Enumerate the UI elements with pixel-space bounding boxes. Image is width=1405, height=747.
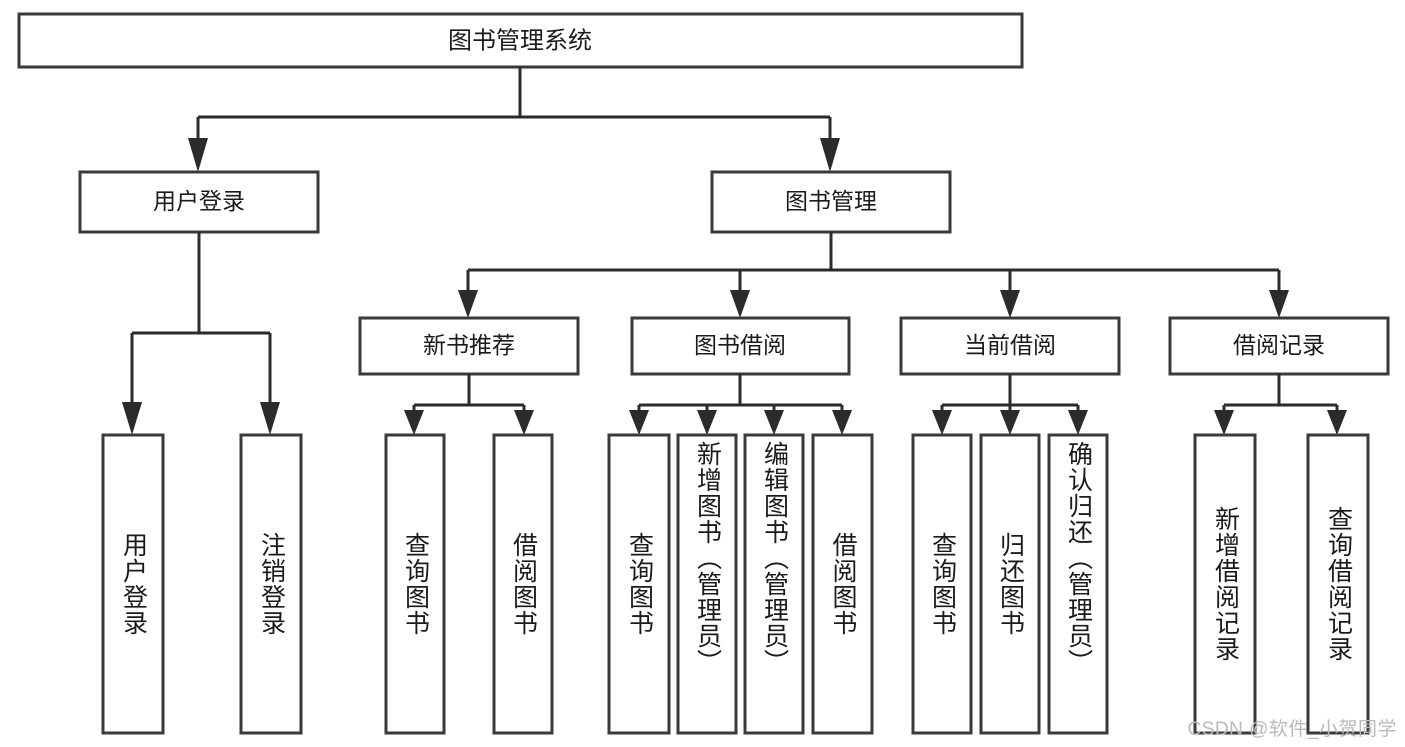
- arrowhead-bookborrow-3: [832, 410, 852, 435]
- arrowhead-bookmgmt-0: [458, 290, 478, 318]
- node-borrow-record[interactable]: 借阅记录: [1168, 316, 1390, 376]
- arrowhead-userlogin-1: [260, 402, 280, 435]
- arrowhead-bookborrow-2: [764, 410, 784, 435]
- arrowhead-currentborrow-1: [1000, 410, 1020, 435]
- node-root[interactable]: 图书管理系统: [17, 12, 1024, 69]
- watermark-text: CSDN @软件_小贺同学: [1187, 719, 1397, 740]
- node-current-borrow[interactable]: 当前借阅: [899, 316, 1121, 376]
- leaf-box-current-borrow-1[interactable]: [979, 433, 1041, 735]
- arrowhead-borrowrecord-0: [1214, 410, 1234, 435]
- leaf-box-book-borrow-3[interactable]: [811, 433, 874, 735]
- root-box[interactable]: [17, 12, 1024, 69]
- l2-label-borrow-record: 借阅记录: [1233, 332, 1325, 358]
- node-new-book-recommend[interactable]: 新书推荐: [358, 316, 580, 376]
- arrowhead-borrowrecord-1: [1327, 410, 1347, 435]
- leaf-box-new-book-0[interactable]: [384, 433, 446, 735]
- l2-label-new-book-recommend: 新书推荐: [423, 332, 515, 358]
- arrowhead-l1-1: [820, 138, 840, 172]
- leaf-box-user-login-0[interactable]: [101, 433, 165, 735]
- leaf-box-new-book-1[interactable]: [492, 433, 554, 735]
- l2-box-borrow-record[interactable]: [1168, 316, 1390, 376]
- l1-label-user-login: 用户登录: [153, 188, 245, 214]
- arrowhead-bookmgmt-2: [1000, 290, 1020, 318]
- arrowhead-newbook-1: [514, 410, 534, 435]
- l2-label-book-borrow: 图书借阅: [694, 332, 786, 358]
- root-label: 图书管理系统: [448, 27, 592, 54]
- leaf-box-borrow-record-1[interactable]: [1306, 433, 1370, 735]
- l2-label-current-borrow: 当前借阅: [964, 332, 1056, 358]
- arrowhead-currentborrow-2: [1068, 410, 1088, 435]
- leaf-box-book-borrow-1[interactable]: [676, 433, 738, 735]
- arrowhead-bookborrow-0: [629, 410, 649, 435]
- arrowhead-bookmgmt-1: [730, 290, 750, 318]
- leaf-box-borrow-record-0[interactable]: [1193, 433, 1257, 735]
- l2-box-current-borrow[interactable]: [899, 316, 1121, 376]
- arrowhead-l1-0: [188, 138, 208, 172]
- node-book-management[interactable]: 图书管理: [710, 170, 952, 234]
- arrowhead-bookmgmt-3: [1269, 290, 1289, 318]
- node-user-login[interactable]: 用户登录: [78, 170, 320, 234]
- arrowhead-currentborrow-0: [932, 410, 952, 435]
- leaf-box-current-borrow-2[interactable]: [1047, 433, 1109, 735]
- leaf-box-book-borrow-0[interactable]: [607, 433, 671, 735]
- leaf-box-book-borrow-2[interactable]: [743, 433, 805, 735]
- arrowhead-newbook-0: [404, 410, 424, 435]
- arrowhead-bookborrow-1: [697, 410, 717, 435]
- l2-box-book-borrow[interactable]: [630, 316, 851, 376]
- l1-box-book-management[interactable]: [710, 170, 952, 234]
- leaf-box-user-login-1[interactable]: [239, 433, 303, 735]
- arrowhead-userlogin-0: [122, 402, 142, 435]
- l1-label-book-management: 图书管理: [785, 188, 877, 214]
- node-book-borrow[interactable]: 图书借阅: [630, 316, 851, 376]
- l2-box-new-book-recommend[interactable]: [358, 316, 580, 376]
- leaf-box-current-borrow-0[interactable]: [911, 433, 973, 735]
